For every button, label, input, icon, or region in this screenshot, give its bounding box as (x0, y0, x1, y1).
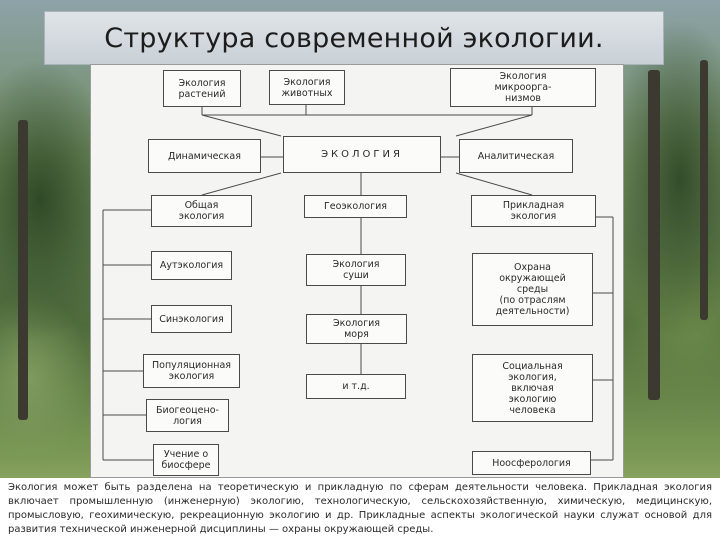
connector-fan-left (201, 114, 282, 137)
box-biogeocenology: Биогеоцено- логия (146, 399, 229, 432)
box-sea-ecology: Экология моря (306, 314, 407, 344)
box-applied-ecology: Прикладная экология (471, 195, 596, 227)
box-analytic: Аналитическая (459, 139, 573, 173)
ecology-structure-diagram: Экология растений Экология животных Экол… (90, 64, 624, 478)
slide-title-bar: Структура современной экологии. (44, 11, 664, 65)
tree-trunk-left (18, 120, 28, 420)
connector-to-applied (455, 172, 533, 196)
box-land-ecology: Экология суши (306, 254, 406, 286)
box-synecology: Синэкология (151, 305, 232, 333)
box-environment-protection: Охрана окружающей среды (по отраслям дея… (472, 253, 593, 326)
box-autecology: Аутэкология (151, 251, 232, 280)
box-ecology-central: ЭКОЛОГИЯ (283, 136, 441, 173)
slide-caption: Экология может быть разделена на теорети… (0, 478, 720, 540)
slide-title: Структура современной экологии. (104, 22, 604, 54)
box-etc: и т.д. (306, 374, 406, 399)
box-plant-ecology: Экология растений (163, 70, 241, 107)
box-biosphere-study: Учение о биосфере (153, 444, 219, 476)
box-population-ecology: Популяционная экология (143, 354, 240, 388)
box-social-ecology: Социальная экология, включая экологию че… (472, 354, 593, 422)
box-animal-ecology: Экология животных (269, 70, 345, 105)
connector-to-general (201, 172, 282, 196)
box-dynamic: Динамическая (148, 139, 261, 173)
connector-fan-right (455, 114, 533, 137)
box-microorganism-ecology: Экология микроорга- низмов (450, 68, 596, 107)
tree-trunk-far-right (700, 60, 708, 320)
tree-trunk-right (648, 70, 660, 400)
box-geoecology: Геоэкология (304, 195, 407, 218)
box-general-ecology: Общая экология (151, 195, 252, 227)
box-noospherology: Ноосферология (472, 451, 591, 475)
diagram-connector-lines (102, 105, 614, 461)
